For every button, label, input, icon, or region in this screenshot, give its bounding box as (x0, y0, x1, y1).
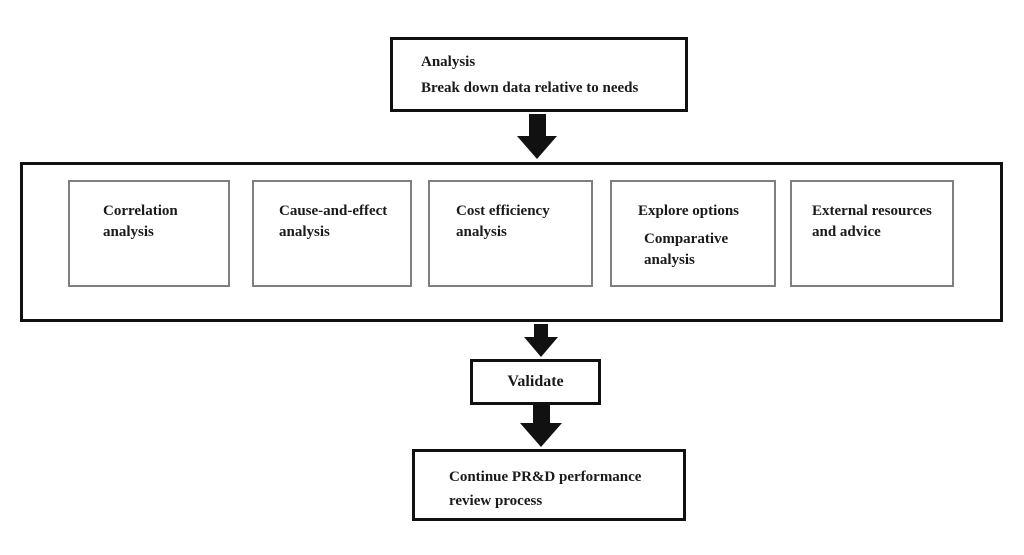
down-arrow-icon (515, 114, 559, 159)
arrow-head (517, 136, 557, 159)
arrow-head (524, 337, 558, 357)
method-box-label: Cost efficiency analysis (456, 203, 550, 240)
continue-box: Continue PR&D performance review process (412, 449, 686, 521)
down-arrow-icon (519, 405, 563, 447)
validate-box: Validate (470, 359, 601, 405)
analysis-box: Analysis Break down data relative to nee… (390, 37, 688, 112)
method-box-label: External resources and advice (812, 203, 932, 240)
arrow-stem (528, 114, 546, 136)
analysis-box-subtitle: Break down data relative to needs (421, 80, 639, 96)
method-box-label-secondary: Comparative analysis (644, 231, 729, 268)
method-box-explore-options: Explore options Comparative analysis (610, 180, 776, 287)
arrow-stem (532, 405, 550, 423)
method-box-label: Explore options (638, 203, 739, 219)
arrow-head (520, 423, 562, 447)
method-box-label: Correlation analysis (103, 203, 178, 240)
method-box-cost-efficiency: Cost efficiency analysis (428, 180, 593, 287)
analysis-methods-group: Correlation analysis Cause-and-effect an… (20, 162, 1003, 322)
down-arrow-icon (519, 324, 563, 357)
continue-box-label: Continue PR&D performance review process (449, 469, 642, 509)
method-box-cause-and-effect: Cause-and-effect analysis (252, 180, 412, 287)
arrow-stem (534, 324, 548, 337)
analysis-box-title: Analysis (421, 54, 476, 70)
validate-box-label: Validate (507, 373, 564, 390)
method-box-external-resources: External resources and advice (790, 180, 954, 287)
method-box-label: Cause-and-effect analysis (279, 203, 388, 240)
method-box-correlation: Correlation analysis (68, 180, 230, 287)
